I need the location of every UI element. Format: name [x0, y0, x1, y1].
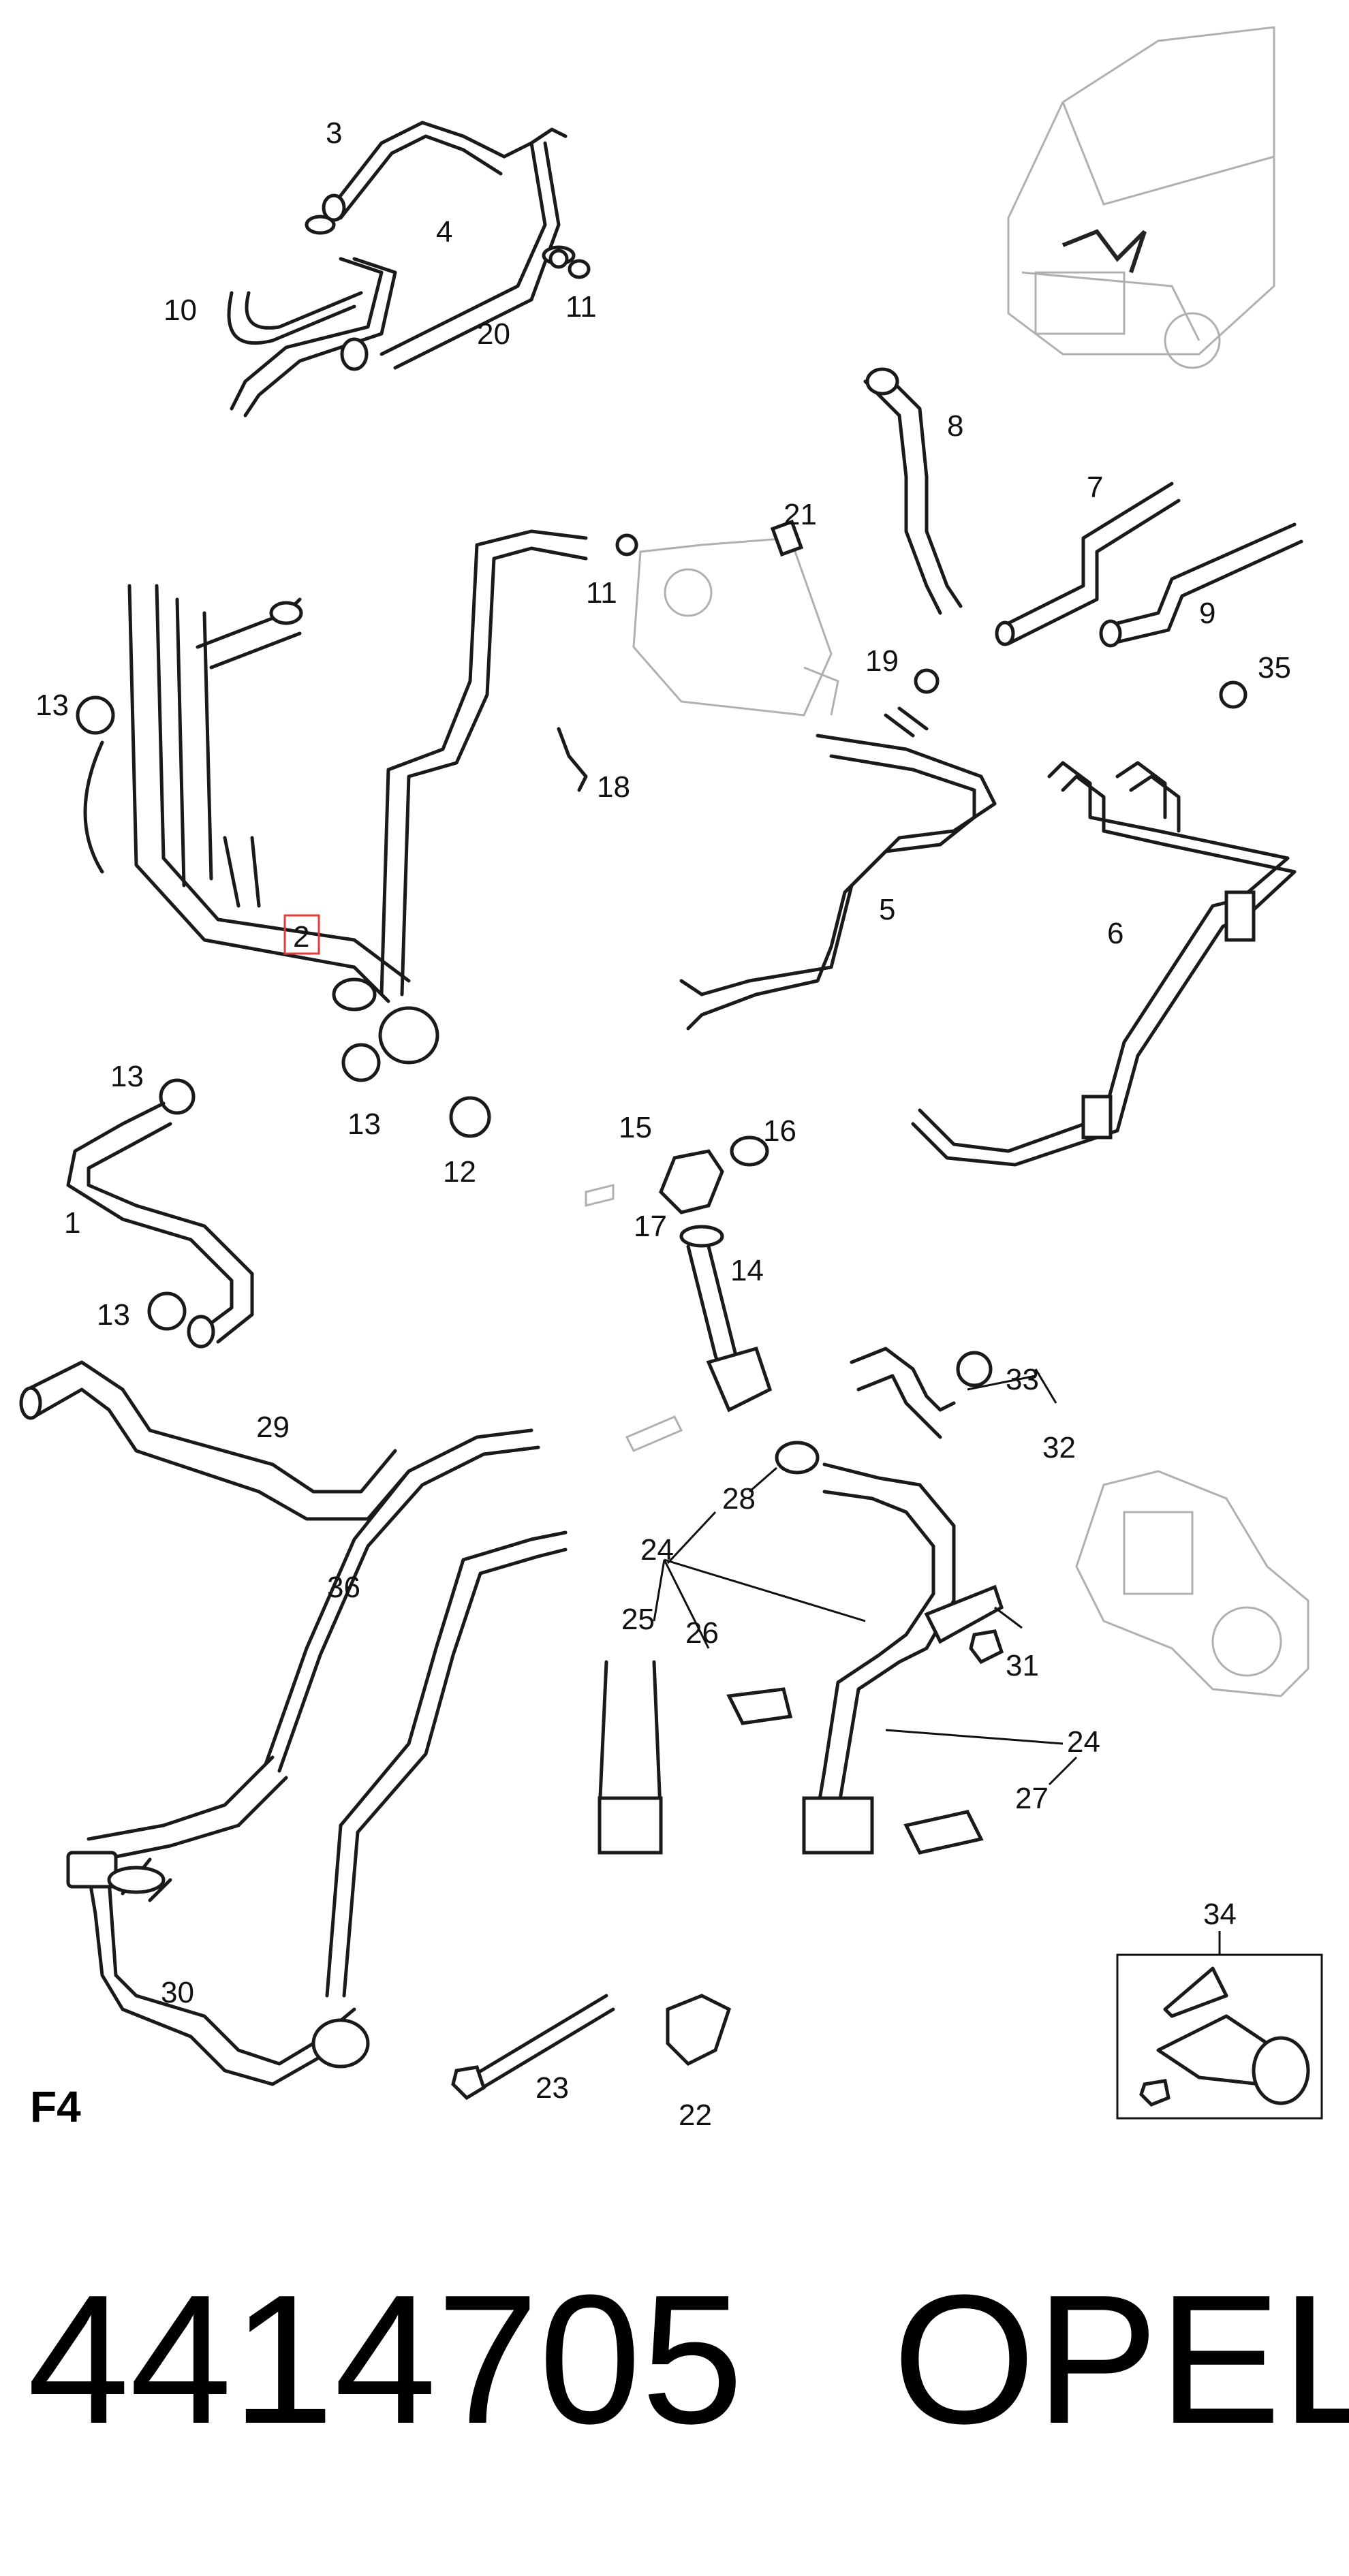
part-label-27: 27	[1015, 1782, 1049, 1815]
hose-29	[19, 1360, 411, 1521]
hose-1	[66, 1101, 254, 1349]
hose-assembly-2	[83, 529, 588, 1065]
coolant-reservoir-illustration	[632, 537, 839, 717]
part-label-13a: 13	[35, 689, 69, 722]
part-label-6: 6	[1107, 917, 1123, 950]
part-label-1: 1	[64, 1206, 80, 1240]
part-label-28: 28	[722, 1482, 756, 1515]
part-label-24b: 24	[1067, 1725, 1100, 1759]
pipe-assembly-6	[911, 761, 1297, 1167]
hose-36	[264, 1428, 568, 1998]
hose-24-25-28-32	[598, 1347, 1004, 1855]
hose-7-9	[995, 482, 1303, 648]
part-label-36: 36	[327, 1571, 360, 1604]
part-label-20: 20	[477, 317, 510, 351]
part-label-7: 7	[1087, 471, 1103, 504]
part-label-11a: 11	[565, 290, 597, 324]
leader-lines	[653, 1368, 1221, 1955]
part-label-17: 17	[634, 1210, 667, 1243]
part-label-26: 26	[685, 1616, 719, 1650]
hose-group-3-4-10-20	[227, 121, 591, 418]
part-label-35: 35	[1258, 651, 1291, 685]
clamp-parts	[76, 249, 1247, 1387]
hose-30	[66, 1755, 370, 2086]
pipe-assembly-5	[679, 706, 997, 1031]
part-label-16: 16	[763, 1114, 796, 1148]
part-label-12: 12	[443, 1155, 476, 1189]
part-label-25: 25	[621, 1603, 655, 1636]
part-label-9: 9	[1199, 597, 1215, 630]
part-label-32: 32	[1042, 1431, 1076, 1464]
part-label-31: 31	[1006, 1649, 1039, 1682]
thermostat-parts	[585, 1135, 773, 1452]
vehicle-illustration	[1007, 26, 1275, 369]
part-number-caption: 4414705	[27, 2257, 744, 2462]
highlight-box-2	[283, 914, 320, 955]
part-label-19: 19	[865, 644, 899, 678]
hose-8	[863, 367, 963, 615]
part-label-5: 5	[879, 893, 895, 926]
part-label-13c: 13	[110, 1060, 144, 1093]
part-label-21: 21	[784, 498, 817, 531]
part-label-2[interactable]: 2	[293, 920, 309, 954]
part-labels: 1 2 3 4 5 6 7 8 9 10 11 11 12 13 13 13 1…	[35, 116, 1291, 2132]
bolt-23-clip-22	[451, 1994, 732, 2101]
part-label-11b: 11	[586, 576, 617, 610]
part-label-4: 4	[436, 215, 452, 249]
brand-caption: OPEL	[893, 2257, 1349, 2462]
part-label-15: 15	[619, 1111, 652, 1144]
part-label-30: 30	[161, 1976, 194, 2009]
part-label-18: 18	[597, 770, 630, 804]
part-label-33: 33	[1006, 1363, 1039, 1396]
part-label-10: 10	[164, 294, 197, 327]
part-label-13b: 13	[347, 1108, 381, 1141]
part-label-3: 3	[326, 116, 342, 150]
turbo-component-illustration	[1075, 1470, 1309, 1697]
figure-id: F4	[30, 2082, 81, 2131]
kit-34-box	[1116, 1953, 1323, 2120]
part-label-13d: 13	[97, 1298, 130, 1332]
part-label-22: 22	[679, 2099, 712, 2132]
part-label-8: 8	[947, 409, 963, 443]
part-label-29: 29	[256, 1411, 290, 1444]
part-label-34: 34	[1203, 1898, 1237, 1931]
part-label-24a: 24	[640, 1533, 674, 1567]
part-label-14: 14	[730, 1254, 764, 1287]
part-label-23: 23	[536, 2071, 569, 2105]
